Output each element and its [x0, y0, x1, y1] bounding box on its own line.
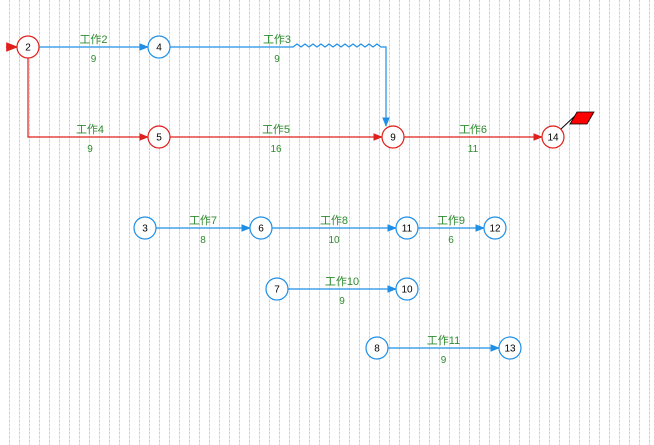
node-10[interactable]: [395, 277, 419, 301]
work6-duration-label: 11: [468, 144, 479, 155]
work2-duration-label: 9: [91, 54, 97, 65]
node-3-label: 3: [142, 224, 148, 235]
node-9-label: 9: [390, 133, 396, 144]
node-5-label: 5: [156, 133, 162, 144]
work2-name-label: 工作2: [79, 33, 107, 46]
node-3[interactable]: [133, 216, 157, 240]
work3-arrow[interactable]: [170, 43, 390, 127]
work5-name-label: 工作5: [262, 123, 290, 136]
work9-duration-label: 6: [448, 235, 454, 246]
work11-name-label: 工作11: [427, 334, 460, 347]
node-13-label: 13: [504, 344, 516, 355]
node-14-label: 14: [547, 133, 559, 144]
work8-duration-label: 10: [328, 235, 340, 246]
work3-name-label: 工作3: [263, 33, 291, 46]
work8-name-label: 工作8: [320, 214, 348, 227]
node-11[interactable]: [395, 216, 419, 240]
work9-name-label: 工作9: [437, 214, 465, 227]
work10-name-label: 工作10: [325, 275, 359, 288]
work11-duration-label: 9: [441, 355, 447, 366]
node-12[interactable]: [483, 216, 507, 240]
node-9[interactable]: [381, 125, 405, 149]
node-4[interactable]: [147, 35, 171, 59]
work7-name-label: 工作7: [189, 214, 217, 227]
work4-duration-label: 9: [87, 144, 93, 155]
finish-flag-icon: [569, 111, 595, 125]
node-7[interactable]: [265, 277, 289, 301]
node-6[interactable]: [249, 216, 273, 240]
work4-arrow[interactable]: [27, 58, 149, 141]
node-5[interactable]: [147, 125, 171, 149]
work4-name-label: 工作4: [76, 123, 104, 136]
node-7-label: 7: [274, 285, 280, 296]
node-2-label: 2: [25, 43, 31, 54]
work6-name-label: 工作6: [459, 123, 487, 136]
node-11-label: 11: [402, 224, 413, 235]
node-8-label: 8: [374, 344, 380, 355]
node-13[interactable]: [498, 336, 522, 360]
work3-duration-label: 9: [274, 54, 280, 65]
node-6-label: 6: [258, 224, 264, 235]
work5-duration-label: 16: [270, 144, 282, 155]
node-4-label: 4: [156, 43, 162, 54]
node-12-label: 12: [489, 224, 501, 235]
node-10-label: 10: [401, 285, 413, 296]
node-14[interactable]: [541, 125, 565, 149]
work7-duration-label: 8: [200, 235, 206, 246]
node-2[interactable]: [16, 35, 40, 59]
work10-duration-label: 9: [339, 296, 345, 307]
node-8[interactable]: [365, 336, 389, 360]
